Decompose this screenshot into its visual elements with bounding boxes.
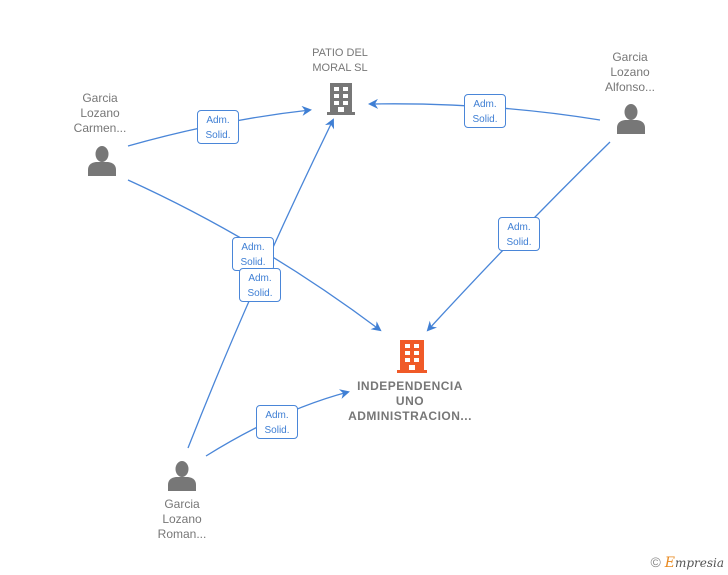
edge-label-carmen-independencia: Adm. Solid.	[232, 237, 274, 271]
edge-label-roman-patio: Adm. Solid.	[239, 268, 281, 302]
copyright-icon: ©	[650, 554, 661, 570]
brand-rest: mpresia	[674, 556, 724, 570]
empresia-logo: © Empresia	[650, 554, 724, 571]
company-label-independencia[interactable]: INDEPENDENCIA UNO ADMINISTRACION...	[348, 379, 472, 423]
company-label-patio[interactable]: PATIO DEL MORAL SL	[312, 47, 368, 74]
building-icon-independencia[interactable]	[397, 340, 427, 373]
edge-label-alfonso-patio: Adm. Solid.	[464, 94, 506, 128]
person-icon-carmen[interactable]	[88, 146, 116, 176]
brand-name: Empresia	[665, 555, 724, 571]
person-icon-roman[interactable]	[168, 461, 196, 491]
person-icon-alfonso[interactable]	[617, 104, 645, 134]
edge-label-alfonso-independencia: Adm. Solid.	[498, 217, 540, 251]
edge-label-roman-independencia: Adm. Solid.	[256, 405, 298, 439]
person-label-alfonso[interactable]: Garcia Lozano Alfonso...	[604, 50, 656, 94]
edge-label-carmen-patio: Adm. Solid.	[197, 110, 239, 144]
building-icon-patio[interactable]	[327, 83, 355, 115]
person-label-carmen[interactable]: Garcia Lozano Carmen...	[73, 91, 127, 135]
brand-initial: E	[664, 555, 675, 571]
person-label-roman[interactable]: Garcia Lozano Roman...	[157, 497, 207, 541]
